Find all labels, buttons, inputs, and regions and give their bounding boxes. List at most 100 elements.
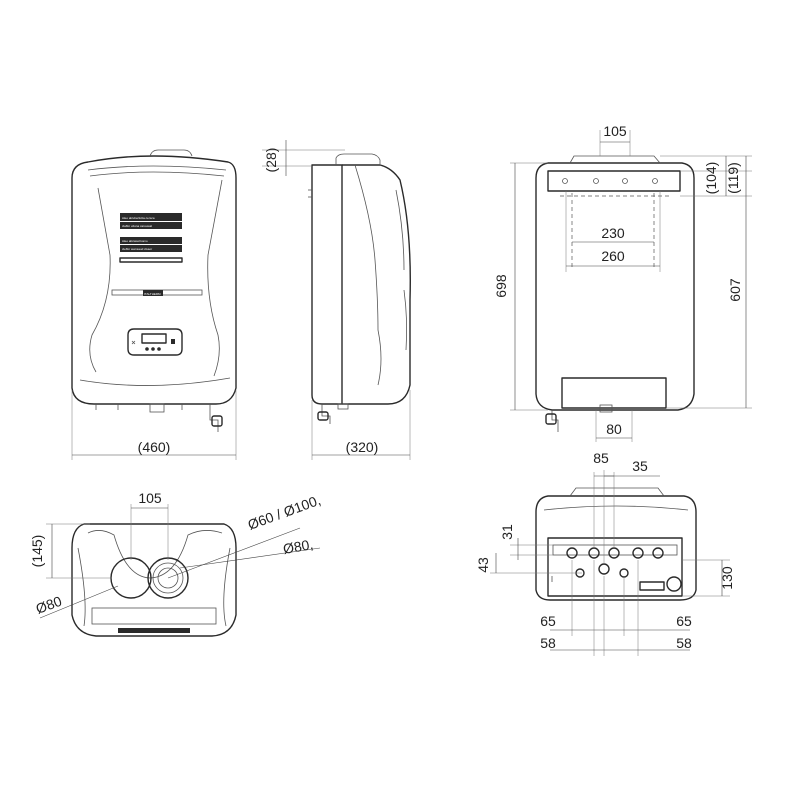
back-top-label-119: (119) — [725, 162, 741, 194]
bottom-85-label: 85 — [593, 450, 609, 466]
back-flue-label: 105 — [603, 123, 627, 139]
control-panel-display — [141, 333, 167, 344]
left-flue-leader — [39, 585, 119, 619]
back-power-cable — [551, 410, 559, 432]
flue-outlet-right-inner — [152, 562, 184, 594]
bracket-hole-2 — [593, 178, 599, 184]
back-casing — [535, 162, 695, 411]
back-bottom-bracket — [561, 377, 667, 409]
bottom-130-label: 130 — [719, 566, 735, 590]
bottom-connection-rail — [552, 544, 678, 556]
connection-7 — [619, 568, 629, 578]
front-lower-band — [79, 377, 231, 386]
top-casing — [71, 523, 237, 637]
side-depth-label: (320) — [346, 439, 379, 455]
front-power-plug — [211, 415, 223, 427]
bottom-58r-label: 58 — [676, 635, 692, 651]
bottom-65r-label: 65 — [676, 613, 692, 629]
front-view: Aleo alzuberticita cersca claffor vduna … — [71, 149, 237, 432]
top-front-band — [87, 530, 223, 579]
front-top-band — [87, 165, 227, 171]
coax-label: Ø60 / Ø100, — [246, 492, 323, 533]
control-tap-icon — [131, 340, 136, 345]
bottom-terminal-block — [639, 581, 665, 591]
side-contour — [354, 164, 382, 386]
warning-label-1a — [120, 213, 182, 221]
warning-label-2a-text: Aleo aforwad komo — [122, 239, 148, 243]
control-button-3 — [157, 347, 161, 351]
front-top-band-inner — [89, 171, 225, 177]
twin-label: Ø80, — [282, 536, 315, 557]
side-groove-2 — [403, 289, 408, 351]
left-flue-label: Ø80 — [34, 593, 65, 617]
bottom-43-label: 43 — [475, 557, 491, 573]
side-casing-front — [342, 164, 411, 405]
gas-connection — [598, 563, 610, 575]
back-power-plug — [545, 413, 557, 425]
warning-label-strip — [119, 257, 183, 263]
back-bracket-inner-label: 230 — [601, 225, 625, 241]
bottom-casing — [535, 495, 697, 601]
connection-4 — [632, 547, 644, 559]
bottom-inner-contour — [543, 505, 689, 511]
flue-outlet-left — [110, 557, 152, 599]
top-front-contour-left — [77, 547, 86, 627]
front-casing — [71, 155, 237, 405]
back-bracket-outer-label: 260 — [601, 248, 625, 264]
control-power-icon — [171, 339, 175, 344]
side-top-offset-label: (28) — [263, 148, 279, 173]
front-panel-right-contour — [207, 179, 223, 377]
connection-2 — [588, 547, 600, 559]
top-rear-label — [118, 628, 190, 633]
back-bottom-fitting — [599, 404, 613, 413]
front-width-label: (460) — [138, 439, 171, 455]
bracket-hole-4 — [652, 178, 658, 184]
warning-label-1b — [120, 222, 182, 229]
side-casing-back — [311, 164, 343, 405]
side-power-cable — [321, 404, 331, 424]
back-height-label: 698 — [493, 274, 509, 298]
bracket-hole-1 — [562, 178, 568, 184]
back-top-label-104: (104) — [703, 162, 719, 195]
bottom-31-label: 31 — [499, 524, 515, 540]
twin-leader — [179, 547, 321, 569]
brand-badge — [143, 290, 163, 296]
bottom-35-label: 35 — [632, 458, 648, 474]
bottom-connection-panel — [547, 537, 683, 597]
back-view — [535, 155, 695, 432]
brand-badge-text: ITALTHERM — [144, 292, 161, 296]
warning-label-2a — [120, 237, 182, 244]
control-panel — [127, 328, 183, 356]
back-bottom-label: 80 — [606, 421, 622, 437]
top-depth-label: (145) — [29, 535, 45, 568]
warning-label-1b-text: claffor vduna caruuwal — [122, 224, 152, 228]
front-fitting-block — [149, 403, 165, 413]
warning-label-1a-text: Aleo alzuberticita cersca — [122, 216, 155, 220]
side-power-plug — [317, 411, 329, 421]
control-button-1 — [145, 347, 149, 351]
connection-1 — [566, 547, 578, 559]
top-rear-panel — [91, 607, 217, 625]
bottom-65l-label: 65 — [540, 613, 556, 629]
top-spacing-label: 105 — [138, 490, 162, 506]
connection-5 — [652, 547, 664, 559]
coax-leader — [167, 527, 301, 579]
back-top-cap — [569, 155, 661, 164]
side-view — [308, 153, 411, 424]
side-fitting — [337, 403, 349, 410]
bottom-top-flange — [569, 487, 665, 497]
bottom-58l-label: 58 — [540, 635, 556, 651]
top-view — [71, 523, 237, 637]
warning-label-2b-text: cleffor wwvsaud clsaor — [122, 247, 152, 251]
back-top-bracket — [547, 170, 681, 192]
warning-label-2b — [120, 245, 182, 252]
bottom-view — [535, 487, 697, 601]
front-panel-left-contour — [89, 187, 111, 373]
flue-outlet-right-core — [157, 567, 179, 589]
top-front-contour-right — [223, 547, 231, 627]
back-fix-label: 607 — [727, 278, 743, 302]
front-power-cable — [209, 404, 219, 432]
bottom-power-plug — [666, 576, 682, 592]
connection-3 — [608, 547, 620, 559]
